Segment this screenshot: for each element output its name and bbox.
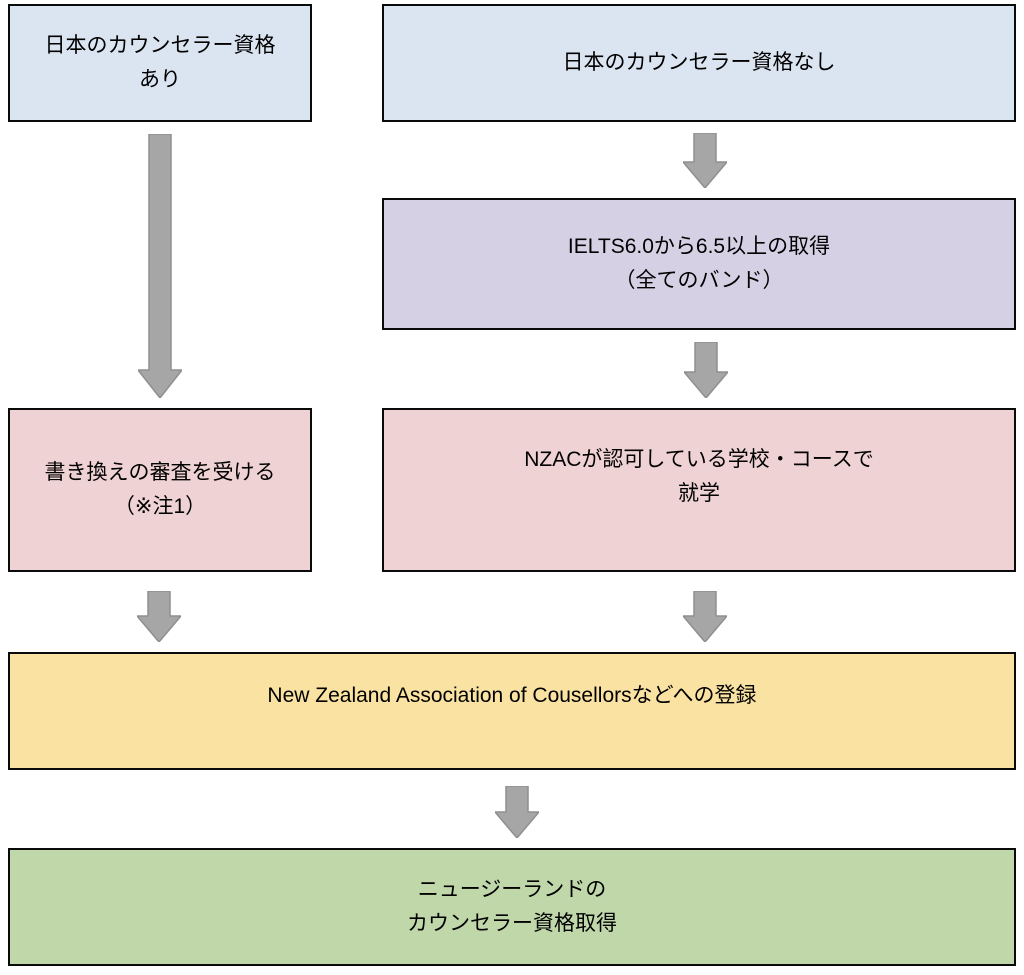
node-nzac-study: NZACが認可している学校・コースで 就学 [382,408,1016,572]
node-text-line: New Zealand Association of Cousellorsなどへ… [267,683,757,707]
node-text-line: あり [139,68,181,91]
arrow-down-icon [495,786,539,838]
node-text-line: （全てのバンド） [614,269,784,292]
arrow-down-icon [684,342,728,398]
node-nz-qualification-goal: ニュージーランドの カウンセラー資格取得 [8,848,1016,966]
arrow-down-icon [683,133,727,188]
node-jp-license-no: 日本のカウンセラー資格なし [382,4,1016,122]
node-nzac-registration: New Zealand Association of Cousellorsなどへ… [8,652,1016,770]
node-text-line: IELTS6.0から6.5以上の取得 [567,234,831,258]
node-text-line: カウンセラー資格取得 [407,912,617,935]
node-text-line: 就学 [678,482,720,505]
arrow-down-icon [683,591,727,642]
node-text-line: 日本のカウンセラー資格なし [562,50,836,74]
node-text-line: ニュージーランドの [417,877,607,901]
node-text-line: （※注1） [113,495,207,518]
arrow-down-icon [138,134,182,398]
node-jp-license-yes: 日本のカウンセラー資格 あり [8,4,312,122]
node-text-line: 書き換えの審査を受ける [44,460,276,484]
node-text-line: 日本のカウンセラー資格 [44,33,276,57]
arrow-down-icon [137,591,181,642]
node-text-line: NZACが認可している学校・コースで [524,447,874,471]
node-ielts-requirement: IELTS6.0から6.5以上の取得 （全てのバンド） [382,198,1016,330]
node-transfer-review: 書き換えの審査を受ける （※注1） [8,408,312,572]
